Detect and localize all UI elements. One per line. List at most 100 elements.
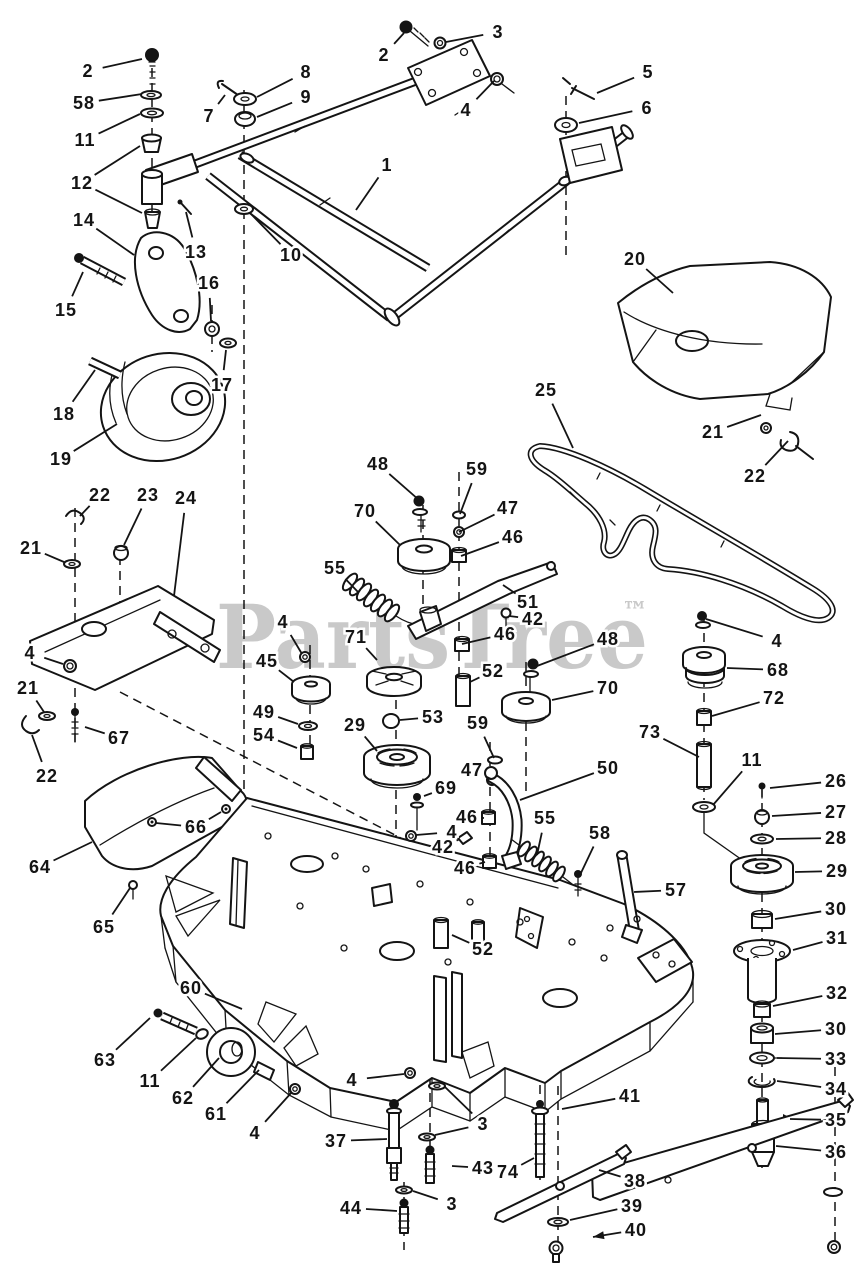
watermark-tm-icon: ™ [622, 597, 648, 627]
callout-21: 21 [17, 678, 39, 698]
callout-14: 14 [73, 210, 95, 230]
callout-1: 1 [381, 155, 392, 175]
leader-line-25 [551, 403, 574, 449]
leader-line-66 [208, 811, 222, 821]
leader-line-4 [43, 656, 64, 665]
callout-64: 64 [29, 857, 51, 877]
leader-line-5 [596, 76, 635, 94]
callout-48: 48 [597, 629, 619, 649]
callout-4: 4 [446, 822, 457, 842]
callout-4: 4 [277, 612, 288, 632]
leader-line-19 [73, 423, 118, 452]
leader-line-4 [264, 1091, 293, 1123]
belt-cover [617, 261, 832, 460]
leader-line-23 [123, 508, 143, 546]
callout-4: 4 [24, 643, 35, 663]
callout-20: 20 [624, 249, 646, 269]
callout-57: 57 [665, 880, 687, 900]
callout-74: 74 [497, 1162, 519, 1182]
callout-22: 22 [36, 766, 58, 786]
leader-line-6 [578, 110, 633, 124]
callout-11: 11 [139, 1071, 160, 1091]
callout-4: 4 [249, 1123, 260, 1143]
tension-spring-55-right [510, 838, 573, 885]
blades [494, 1092, 854, 1263]
spindle-housing-31 [733, 939, 791, 1004]
callout-63: 63 [94, 1050, 116, 1070]
leader-line-30 [774, 910, 822, 920]
leader-line-43 [451, 1165, 469, 1168]
callout-22: 22 [744, 466, 766, 486]
callout-2: 2 [82, 61, 93, 81]
leader-line-3 [445, 33, 484, 43]
leader-line-27 [771, 812, 822, 817]
callout-26: 26 [825, 771, 847, 791]
idler-bracket-assembly [21, 509, 221, 743]
gauge-wheel-assembly [153, 1008, 301, 1095]
callout-19: 19 [50, 449, 72, 469]
mower-deck-shell [159, 797, 695, 1132]
callout-58: 58 [589, 823, 611, 843]
leader-line-29 [794, 870, 823, 873]
callout-38: 38 [624, 1171, 646, 1191]
callout-46: 46 [454, 858, 476, 878]
leader-line-62 [192, 1057, 220, 1088]
leader-line-4 [475, 80, 495, 100]
leader-line-51 [502, 584, 517, 595]
leader-line-22 [79, 505, 91, 517]
callout-28: 28 [825, 828, 847, 848]
leader-line-48 [388, 473, 420, 501]
callout-9: 9 [300, 87, 311, 107]
callout-4: 4 [460, 100, 471, 120]
callout-53: 53 [422, 707, 444, 727]
leader-line-71 [365, 647, 378, 661]
caster-arm-and-wheel [74, 231, 237, 463]
callout-13: 13 [185, 242, 207, 262]
leader-line-9 [256, 101, 293, 118]
leader-line-8 [256, 78, 294, 98]
callout-34: 34 [825, 1079, 847, 1099]
discharge-deflector [84, 755, 248, 900]
leader-line-70 [375, 520, 401, 546]
callout-55: 55 [534, 808, 556, 828]
leader-line-2 [393, 32, 405, 45]
leader-line-67 [84, 726, 106, 735]
callout-40: 40 [625, 1220, 647, 1240]
callout-30: 30 [825, 899, 847, 919]
callout-25: 25 [535, 380, 557, 400]
pulley-71 [366, 666, 422, 697]
deck-support-bar [574, 850, 643, 944]
jackshaft-stack [682, 611, 746, 863]
leader-line-45 [278, 669, 295, 683]
deck-mount-hardware [386, 1067, 549, 1234]
hanger-hardware [216, 79, 257, 215]
leader-line-58 [98, 93, 143, 102]
leader-line-3 [444, 1086, 473, 1115]
callout-70: 70 [354, 501, 376, 521]
leader-line-55 [344, 578, 359, 593]
callout-46: 46 [502, 527, 524, 547]
callout-69: 69 [435, 778, 457, 798]
watermark-text: PartsTree [216, 585, 648, 689]
leader-line-16 [208, 297, 212, 322]
callout-62: 62 [172, 1088, 194, 1108]
leader-line-65 [111, 887, 131, 916]
callout-44: 44 [340, 1198, 362, 1218]
leader-line-50 [519, 772, 595, 801]
callout-52: 52 [472, 939, 494, 959]
leader-line-21 [35, 699, 45, 713]
callout-21: 21 [20, 538, 42, 558]
leader-line-74 [520, 1157, 535, 1166]
drive-belt [527, 443, 836, 624]
callout-39: 39 [621, 1196, 643, 1216]
leader-line-41 [561, 1097, 616, 1110]
callout-71: 71 [345, 627, 367, 647]
callout-6: 6 [641, 98, 652, 118]
callout-4: 4 [346, 1070, 357, 1090]
callout-22: 22 [89, 485, 111, 505]
callout-47: 47 [461, 760, 483, 780]
callout-61: 61 [205, 1104, 227, 1124]
leader-line-53 [399, 717, 419, 721]
callout-3: 3 [446, 1194, 457, 1214]
leader-line-55 [536, 832, 543, 856]
